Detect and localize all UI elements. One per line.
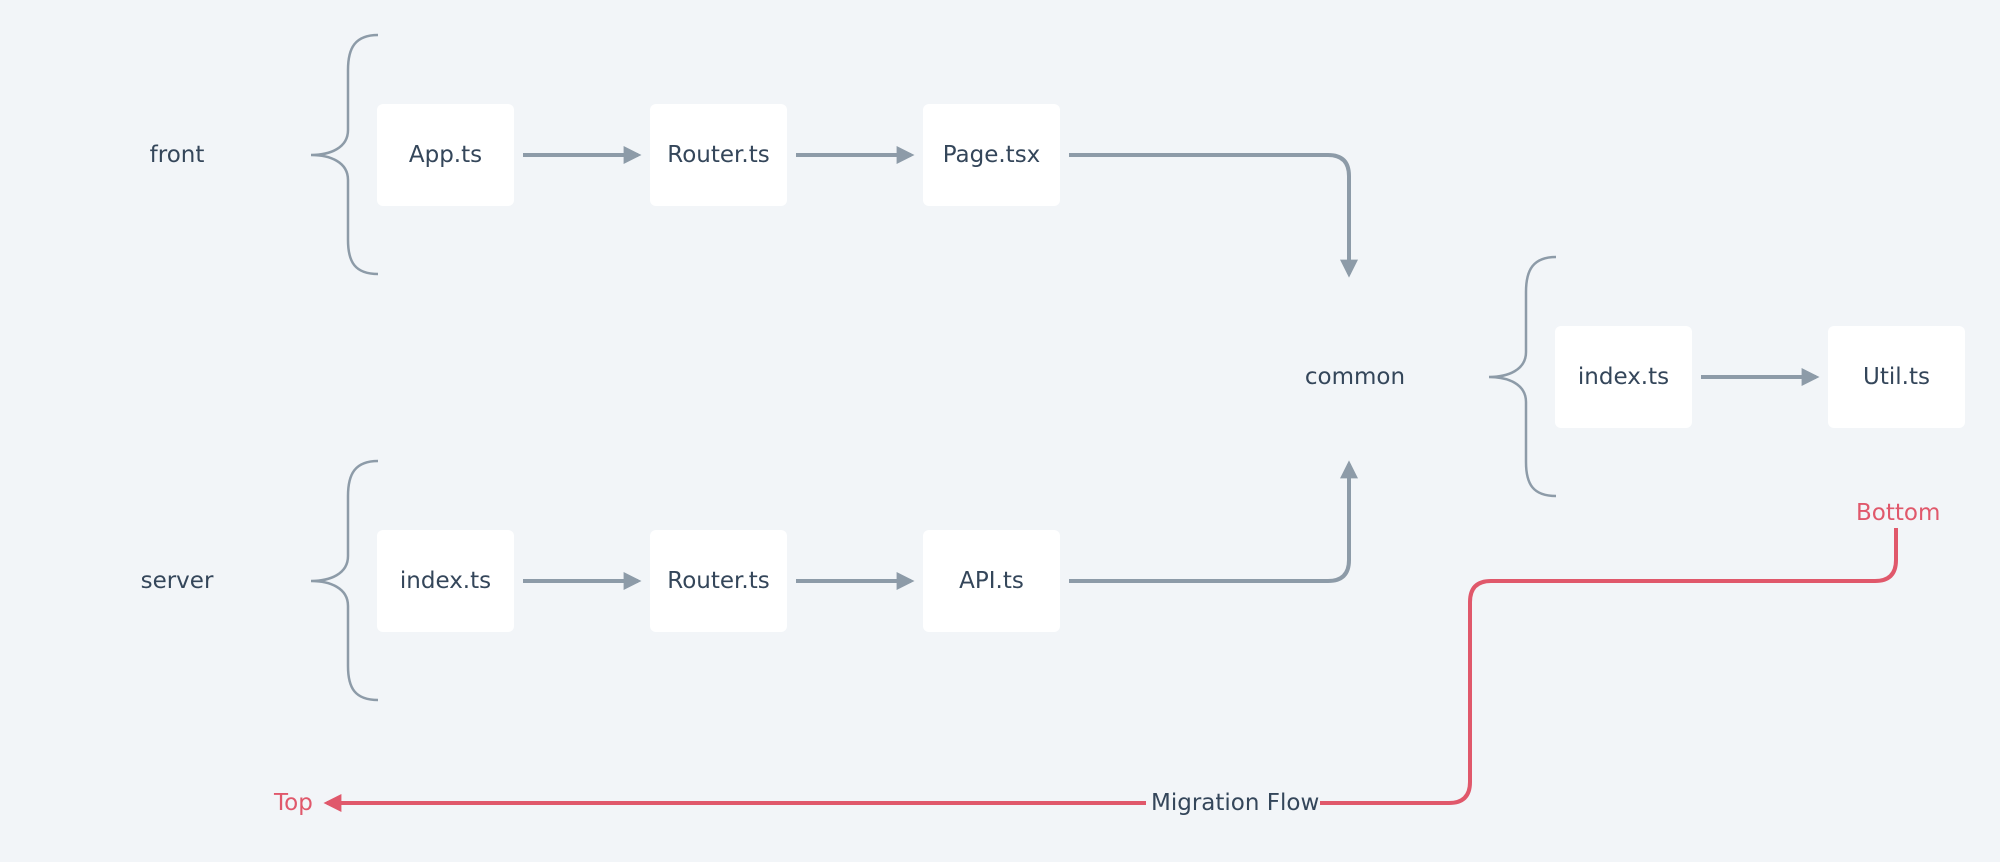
server-brace: [310, 459, 379, 702]
group-label-front: front: [149, 142, 205, 168]
front-node-page[interactable]: Page.tsx: [923, 104, 1060, 206]
common-brace: [1488, 255, 1557, 498]
migration-flow-label: Migration Flow: [1151, 790, 1320, 816]
server-node-index[interactable]: index.ts: [377, 530, 514, 632]
common-node-util[interactable]: Util.ts: [1828, 326, 1965, 428]
migration-flow-line-upper: [1320, 528, 1898, 805]
arrow-page-to-common: [1069, 153, 1358, 278]
front-node-router[interactable]: Router.ts: [650, 104, 787, 206]
front-node-app[interactable]: App.ts: [377, 104, 514, 206]
front-brace: [310, 33, 379, 276]
migration-start-label: Bottom: [1856, 500, 1941, 526]
migration-end-label: Top: [274, 790, 313, 816]
group-label-common: common: [1304, 364, 1406, 390]
server-node-router[interactable]: Router.ts: [650, 530, 787, 632]
arrow-api-to-common: [1069, 460, 1358, 583]
group-label-server: server: [140, 568, 214, 594]
common-node-index[interactable]: index.ts: [1555, 326, 1692, 428]
server-node-api[interactable]: API.ts: [923, 530, 1060, 632]
